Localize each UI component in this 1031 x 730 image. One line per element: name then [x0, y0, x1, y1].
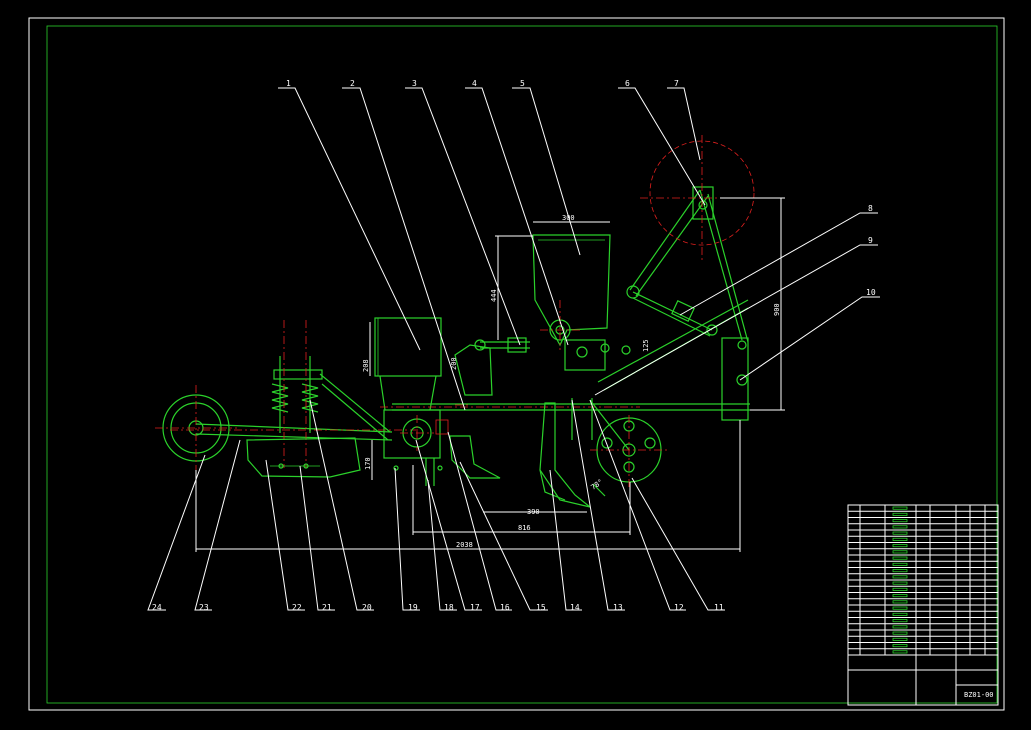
dim-170: 170 — [364, 457, 372, 470]
part-label-19: 19 — [408, 603, 418, 612]
outer-border — [28, 17, 1005, 711]
parts-list-cell-mark — [892, 562, 908, 566]
dim-444: 444 — [490, 289, 498, 302]
parts-list-cell-mark — [892, 537, 908, 541]
leader-lines — [147, 87, 880, 611]
parts-list-cell-mark — [892, 531, 908, 535]
dim-816: 816 — [518, 524, 531, 532]
dim-78: 78° — [590, 478, 605, 492]
parts-list-cell-mark — [892, 619, 908, 623]
part-label-18: 18 — [444, 603, 454, 612]
parts-list-cell-mark — [892, 512, 908, 516]
part-label-3: 3 — [412, 79, 417, 88]
part-label-5: 5 — [520, 79, 525, 88]
parts-list-cell-mark — [892, 600, 908, 604]
parts-list-cell-mark — [892, 625, 908, 629]
parts-list-cell-mark — [892, 569, 908, 573]
parts-list-cell-mark — [892, 650, 908, 654]
dim-200: 200 — [450, 357, 458, 370]
part-label-21: 21 — [322, 603, 332, 612]
part-label-8: 8 — [868, 204, 873, 213]
title-block: BZ01-00 — [847, 504, 999, 706]
part-label-7: 7 — [674, 79, 679, 88]
parts-list-cell-mark — [892, 525, 908, 529]
part-label-1: 1 — [286, 79, 291, 88]
parts-list-cell-mark — [892, 550, 908, 554]
part-label-2: 2 — [350, 79, 355, 88]
parts-list-cell-mark — [892, 575, 908, 579]
part-label-23: 23 — [199, 603, 209, 612]
part-label-15: 15 — [536, 603, 546, 612]
parts-list-cell-mark — [892, 581, 908, 585]
parts-list-cell-mark — [892, 612, 908, 616]
inner-border — [46, 25, 998, 704]
parts-list-cell-mark — [892, 587, 908, 591]
dim-390: 390 — [527, 508, 540, 516]
parts-list-cell-mark — [892, 506, 908, 510]
part-label-22: 22 — [292, 603, 302, 612]
part-label-24: 24 — [152, 603, 162, 612]
parts-list-cell-mark — [892, 631, 908, 635]
part-label-9: 9 — [868, 236, 873, 245]
part-label-10: 10 — [866, 288, 876, 297]
part-label-20: 20 — [362, 603, 372, 612]
part-label-14: 14 — [570, 603, 580, 612]
dim-900: 900 — [773, 303, 781, 316]
part-label-12: 12 — [674, 603, 684, 612]
parts-list-cell-mark — [892, 556, 908, 560]
drawing-number: BZ01-00 — [964, 691, 994, 699]
machine-assembly: 208 444 300 — [155, 135, 785, 552]
parts-list-cell-mark — [892, 594, 908, 598]
part-label-4: 4 — [472, 79, 477, 88]
dim-125: 125 — [642, 339, 650, 352]
part-label-6: 6 — [625, 79, 630, 88]
part-label-11: 11 — [714, 603, 724, 612]
parts-list-cell-mark — [892, 637, 908, 641]
parts-list-cell-mark — [892, 644, 908, 648]
parts-list-rows — [848, 505, 998, 655]
dim-2038: 2038 — [456, 541, 473, 549]
part-number-labels: 1 2 3 4 5 6 7 8 9 10 11 12 13 14 15 16 1… — [152, 79, 876, 612]
parts-list-cell-mark — [892, 606, 908, 610]
parts-list-cell-mark — [892, 519, 908, 523]
dim-208: 208 — [362, 359, 370, 372]
part-label-16: 16 — [500, 603, 510, 612]
part-label-17: 17 — [470, 603, 480, 612]
parts-list-cell-mark — [892, 544, 908, 548]
dim-300: 300 — [562, 214, 575, 222]
part-label-13: 13 — [613, 603, 623, 612]
